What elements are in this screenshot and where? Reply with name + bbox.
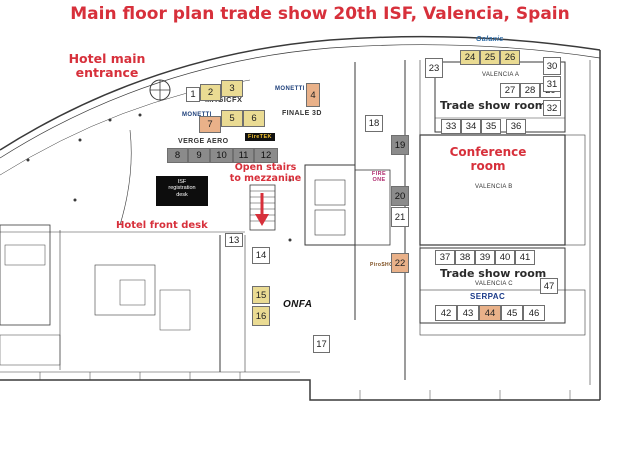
booth-47: 47 xyxy=(540,278,558,294)
registration-desk-line2: registration xyxy=(168,185,196,192)
room-valencia-c: VALENCIA C xyxy=(475,281,513,287)
booth-11: 11 xyxy=(233,148,254,163)
booth-8: 8 xyxy=(167,148,188,163)
label-hotel-main-entrance: Hotel main entrance xyxy=(68,51,146,81)
booth-1: 1 xyxy=(186,87,200,102)
room-valencia-b: VALENCIA B xyxy=(475,184,513,190)
booth-28: 28 xyxy=(520,83,540,98)
booth-41: 41 xyxy=(515,250,535,265)
booth-35: 35 xyxy=(481,119,501,134)
booth-44: 44 xyxy=(479,305,501,321)
booth-36: 36 xyxy=(506,119,526,134)
booth-31: 31 xyxy=(543,76,561,92)
booth-32: 32 xyxy=(543,100,561,116)
booth-21: 21 xyxy=(391,207,409,227)
logo-galaxis: Galaxis xyxy=(476,36,504,43)
logo-magicfx: MAGICFX xyxy=(205,95,243,104)
logo-fireone: FIRE ONE xyxy=(371,171,387,183)
booth-30: 30 xyxy=(543,57,561,75)
label-trade-show-room-top: Trade show room xyxy=(440,99,547,112)
booth-18: 18 xyxy=(365,115,383,132)
booth-22: 22 xyxy=(391,253,409,273)
booth-45: 45 xyxy=(501,305,523,321)
booth-17: 17 xyxy=(313,335,330,353)
label-hotel-front-desk: Hotel front desk xyxy=(116,220,208,231)
logo-serpac: SERPAC xyxy=(470,292,506,301)
logo-fire-tek: FireTEK xyxy=(245,133,275,141)
page-title: Main floor plan trade show 20th ISF, Val… xyxy=(70,4,570,24)
booth-46: 46 xyxy=(523,305,545,321)
logo-monetti-top: MONETTI xyxy=(275,86,305,92)
booth-16: 16 xyxy=(252,306,270,326)
booth-37: 37 xyxy=(435,250,455,265)
booth-4: 4 xyxy=(306,83,320,107)
booth-26: 26 xyxy=(500,50,520,65)
logo-finale: FINALE 3D xyxy=(282,110,322,117)
booth-14: 14 xyxy=(252,247,270,264)
logo-monetti-left: MONETTI xyxy=(182,112,212,118)
booth-12: 12 xyxy=(254,148,278,163)
booth-27: 27 xyxy=(500,83,520,98)
booth-3: 3 xyxy=(221,80,243,97)
booth-38: 38 xyxy=(455,250,475,265)
booth-34: 34 xyxy=(461,119,481,134)
label-trade-show-room-bottom: Trade show room xyxy=(440,267,547,280)
booth-15: 15 xyxy=(252,286,270,304)
registration-desk-line1: ISF xyxy=(177,179,187,185)
stairs-arrow-head xyxy=(255,214,269,226)
booth-23: 23 xyxy=(425,58,443,78)
booth-19: 19 xyxy=(391,135,409,155)
label-conference-room: Conference room xyxy=(449,145,527,173)
booth-40: 40 xyxy=(495,250,515,265)
booth-6: 6 xyxy=(243,110,265,127)
booth-33: 33 xyxy=(441,119,461,134)
registration-desk-line3: desk xyxy=(176,191,188,198)
booth-13: 13 xyxy=(225,233,243,247)
booth-24: 24 xyxy=(460,50,480,65)
booth-10: 10 xyxy=(210,148,233,163)
booth-5: 5 xyxy=(221,110,243,127)
logo-pirotecnia: PiroSHOW xyxy=(370,262,399,268)
booth-2: 2 xyxy=(200,84,221,101)
booth-7: 7 xyxy=(199,116,221,133)
booth-43: 43 xyxy=(457,305,479,321)
registration-desk: ISF registration desk xyxy=(156,176,208,206)
booth-42: 42 xyxy=(435,305,457,321)
booth-9: 9 xyxy=(188,148,210,163)
booth-39: 39 xyxy=(475,250,495,265)
label-open-stairs: Open stairs to mezzanine xyxy=(229,162,302,184)
booth-25: 25 xyxy=(480,50,500,65)
logo-verge: VERGE AERO xyxy=(178,138,229,145)
room-valencia-a: VALENCIA A xyxy=(482,72,520,78)
logo-onfa: ONFA xyxy=(283,299,313,310)
booth-20: 20 xyxy=(391,186,409,206)
